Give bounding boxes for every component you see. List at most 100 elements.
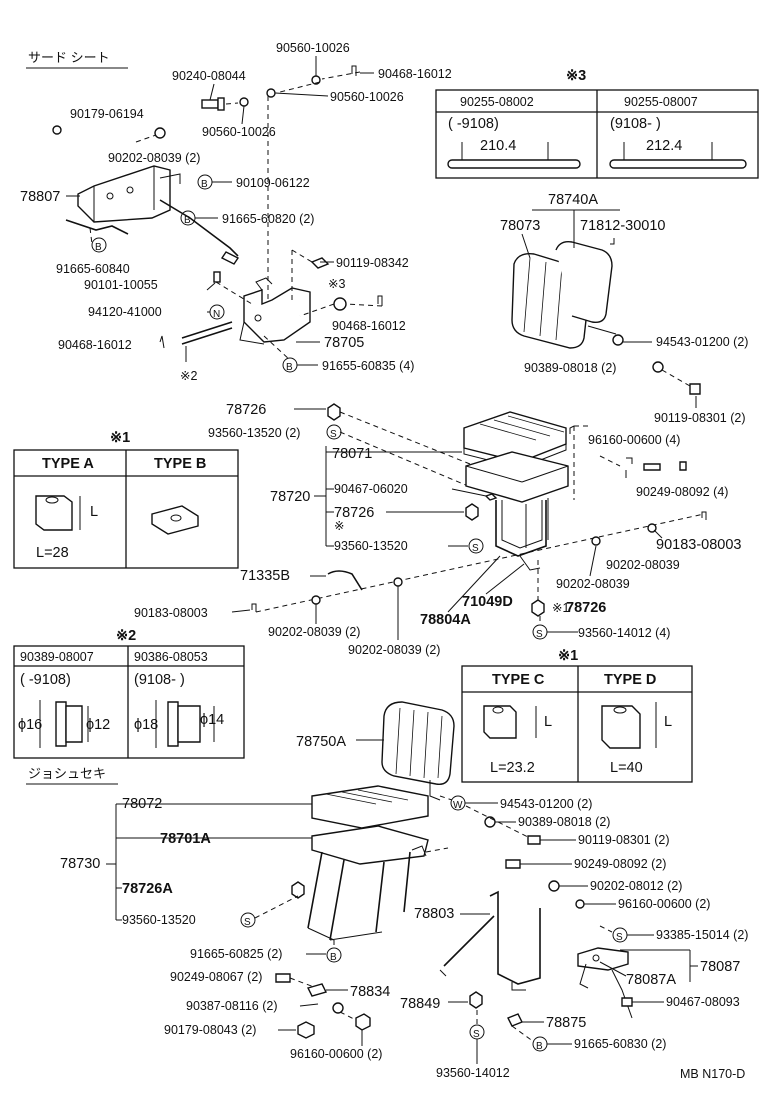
part-number: 90202-08039 (2) — [108, 151, 200, 165]
circle-s-marker: S — [469, 1024, 485, 1040]
circle-n-marker: N — [209, 304, 225, 320]
part-number: 90249-08092 (2) — [574, 857, 666, 871]
nut-icon — [291, 881, 305, 899]
table-part-number: 90255-08007 — [624, 95, 698, 109]
leader-line — [599, 961, 627, 977]
washer-icon — [332, 1002, 344, 1014]
part-number: 78701A — [160, 831, 211, 847]
bracket-78705 — [239, 277, 311, 345]
nut-icon — [333, 297, 347, 311]
part-number: 94543-01200 (2) — [656, 335, 748, 349]
part-number: 78087 — [700, 959, 740, 975]
washer-icon — [393, 577, 403, 587]
bracket-78087 — [577, 947, 633, 1019]
part-number: 90179-08043 (2) — [164, 1023, 256, 1037]
part-number: 91665-60825 (2) — [190, 947, 282, 961]
circle-b-marker: B — [91, 237, 107, 253]
type-label: TYPE D — [604, 672, 656, 688]
bolt-icon — [310, 257, 330, 269]
svg-text:S: S — [472, 543, 479, 554]
dimension-value: ϕ12 — [86, 717, 110, 733]
leader-dash — [321, 71, 361, 80]
dimension-label: L — [544, 714, 552, 730]
circle-b-marker: B — [180, 210, 196, 226]
clip-icon — [621, 997, 633, 1007]
part-number: 90467-06020 — [334, 482, 408, 496]
clip-icon — [507, 1013, 523, 1027]
seat-back-78073 — [511, 240, 624, 349]
table-date-range: ( -9108) — [448, 116, 499, 132]
type-label: TYPE C — [492, 672, 545, 688]
reference-marker: ※3 — [328, 277, 345, 291]
bracket-78807 — [65, 165, 240, 265]
table-part-number: 90389-08007 — [20, 650, 94, 664]
seat-back-78750A — [381, 701, 455, 801]
reference-marker: ※1 — [552, 601, 569, 615]
table-ref2-marker: ※2 — [116, 628, 136, 644]
leader-dash — [225, 102, 239, 105]
part-number: 78726 — [334, 505, 374, 521]
part-number: 90179-06194 — [70, 107, 144, 121]
table-ref3: 90255-08002 90255-08007 ( -9108) (9108- … — [435, 89, 759, 179]
nut-icon — [469, 991, 483, 1009]
part-number: 91665-60820 (2) — [222, 212, 314, 226]
part-number: 90468-16012 — [378, 67, 452, 81]
part-number: 78072 — [122, 796, 162, 812]
type-label: TYPE B — [154, 456, 206, 472]
leader-line — [274, 92, 329, 97]
dimension-value: L=23.2 — [490, 760, 535, 776]
nut-icon — [297, 1021, 315, 1039]
rod-71335B — [327, 570, 363, 591]
leader-line — [447, 555, 501, 613]
nut-icon — [575, 899, 585, 909]
circle-b-marker: B — [282, 357, 298, 373]
leader-line — [653, 529, 663, 539]
svg-text:S: S — [536, 629, 543, 640]
leader-dash — [465, 805, 531, 839]
part-number: 96160-00600 (4) — [588, 433, 680, 447]
table-part-number: 90255-08002 — [460, 95, 534, 109]
svg-text:S: S — [244, 917, 251, 928]
table-ref3-marker: ※3 — [566, 68, 586, 84]
washer-icon — [591, 536, 601, 546]
table-date-range: (9108- ) — [610, 116, 661, 132]
part-number: 78071 — [332, 446, 372, 462]
part-number: 78804A — [420, 612, 471, 628]
part-number: 78726 — [566, 600, 606, 616]
reference-marker: ※2 — [180, 369, 197, 383]
part-number: 93560-13520 — [334, 539, 408, 553]
svg-text:B: B — [536, 1041, 543, 1052]
bushing-icon — [306, 983, 328, 997]
leader-dash — [439, 795, 453, 801]
bolt-icon — [201, 97, 225, 111]
part-number: 90389-08018 (2) — [524, 361, 616, 375]
svg-text:N: N — [213, 309, 220, 320]
leader-dash — [255, 513, 705, 613]
cotter-pin-icon — [377, 295, 383, 306]
svg-text:S: S — [330, 429, 337, 440]
leader-dash — [599, 925, 613, 933]
nut-icon — [154, 127, 166, 139]
circle-s-marker: S — [468, 538, 484, 554]
svg-text:B: B — [95, 242, 102, 253]
part-number: 78834 — [350, 984, 390, 1000]
type-label: TYPE A — [42, 456, 94, 472]
type-c-block-icon — [483, 705, 517, 739]
bolt-icon — [527, 835, 541, 845]
part-number: 90119-08342 — [336, 256, 409, 270]
bolt-icon — [275, 973, 291, 983]
svg-text:W: W — [453, 800, 463, 811]
dimension-value: ϕ16 — [18, 717, 42, 733]
nut-icon — [465, 503, 479, 521]
leader-dash — [263, 335, 291, 361]
leader-dash — [215, 281, 253, 305]
leader-dash — [599, 455, 621, 467]
part-number: 78807 — [20, 189, 60, 205]
section-heading-passenger-seat: ジョシュセキ — [28, 766, 106, 781]
circle-s-marker: S — [240, 912, 256, 928]
part-number: 90249-08067 (2) — [170, 970, 262, 984]
leader-dash — [339, 1011, 357, 1021]
leader-dash — [511, 1025, 535, 1043]
